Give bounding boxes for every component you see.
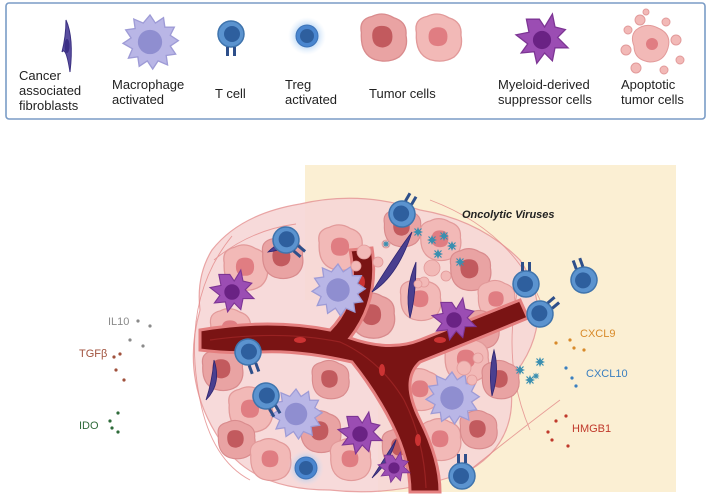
legend-label-apoptotic: Apoptotic tumor cells: [621, 77, 684, 107]
factor-tgfb: TGFβ: [79, 348, 107, 360]
virus-label: Oncolytic Viruses: [462, 209, 555, 221]
factor-hmgb1: HMGB1: [572, 423, 611, 435]
apoptotic-cells: [350, 239, 484, 386]
legend-label-macrophage: Macrophage activated: [112, 77, 188, 107]
factor-il10: IL10: [108, 316, 129, 328]
legend-label-t-cell: T cell: [215, 86, 246, 101]
left-factors: IL10 TGFβ IDO: [79, 316, 152, 434]
right-factors: CXCL9 CXCL10 HMGB1: [546, 328, 628, 448]
legend-label-tumor: Tumor cells: [369, 86, 436, 101]
legend-frame: [5, 2, 706, 120]
legend-label-caf: Cancer associated fibroblasts: [19, 68, 85, 113]
legend-label-mdsc: Myeloid-derived suppressor cells: [498, 77, 593, 107]
factor-ido: IDO: [79, 420, 99, 432]
tumor-cell-light-icon: [415, 13, 463, 62]
fibrous-strands: [193, 199, 561, 481]
factor-cxcl10: CXCL10: [586, 368, 628, 380]
blood-vessel: [198, 246, 530, 494]
treg-icon: [288, 17, 326, 55]
fibroblast-icon: [61, 19, 72, 73]
legend-label-treg: Treg activated: [285, 77, 337, 107]
treg-cell: [288, 450, 324, 486]
tumor-cell-icon: [360, 13, 408, 62]
factor-cxcl9: CXCL9: [580, 328, 615, 340]
legend: Cancer associated fibroblasts Macrophage…: [5, 2, 706, 120]
tumor-diagram: Oncolytic Viruses IL10 TGFβ IDO CXCL9: [79, 165, 676, 494]
apoptotic-cell-icon: [620, 8, 685, 75]
